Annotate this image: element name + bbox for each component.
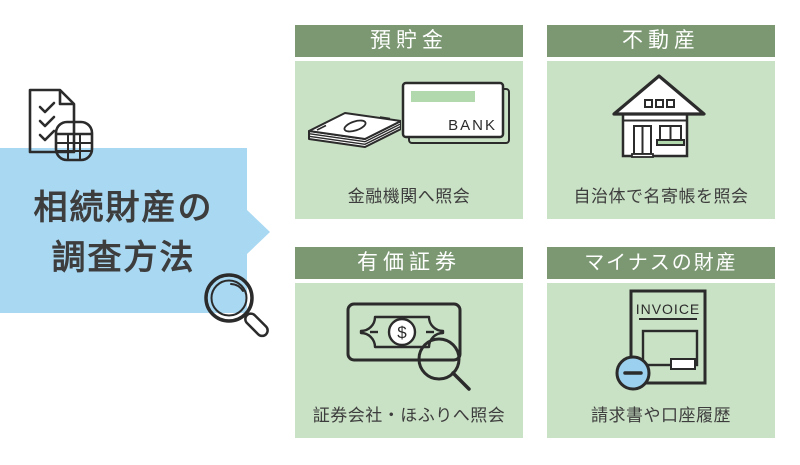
bank-card-icon: BANK	[401, 81, 510, 144]
banknote-with-magnifier-icon: $	[346, 302, 471, 391]
invoice-with-minus-icon: INVOICE	[615, 289, 707, 391]
card-securities-header: 有価証券	[295, 247, 523, 279]
speech-bubble-arrow	[247, 210, 270, 254]
page-title-line1: 相続財産の	[33, 189, 214, 227]
card-deposits-header: 預貯金	[295, 25, 523, 57]
title-speech-bubble	[0, 148, 247, 313]
card-debts-caption: 請求書や口座履歴	[591, 406, 731, 425]
card-securities-caption: 証券会社・ほふりへ照会	[312, 406, 506, 425]
card-debts: マイナスの財産 INVOICE 請求書や口座履歴	[547, 247, 775, 438]
cash-stack-icon	[308, 112, 401, 148]
checklist-calculator-icon	[28, 88, 94, 162]
page-title-line2: 調査方法	[51, 239, 196, 277]
card-real-estate-body: 自治体で名寄帳を照会	[547, 61, 775, 219]
card-debts-header: マイナスの財産	[547, 247, 775, 279]
page-title: 相続財産の 調査方法	[0, 183, 247, 283]
house-icon	[612, 74, 706, 158]
card-securities: 有価証券 $ 証券会社・ほふりへ照会	[295, 247, 523, 438]
card-deposits-caption: 金融機関へ照会	[347, 187, 471, 206]
card-debts-body: INVOICE 請求書や口座履歴	[547, 283, 775, 438]
card-real-estate: 不動産 自治体で名寄帳を照会	[547, 25, 775, 219]
card-deposits: 預貯金 BANK 金融機関へ照会	[295, 25, 523, 219]
magnifying-glass-icon	[204, 273, 269, 338]
dollar-symbol: $	[397, 323, 407, 342]
card-securities-body: $ 証券会社・ほふりへ照会	[295, 283, 523, 438]
card-real-estate-header: 不動産	[547, 25, 775, 57]
card-deposits-body: BANK 金融機関へ照会	[295, 61, 523, 219]
card-real-estate-caption: 自治体で名寄帳を照会	[573, 187, 749, 206]
invoice-label: INVOICE	[636, 301, 701, 317]
bank-card-label: BANK	[448, 117, 497, 134]
